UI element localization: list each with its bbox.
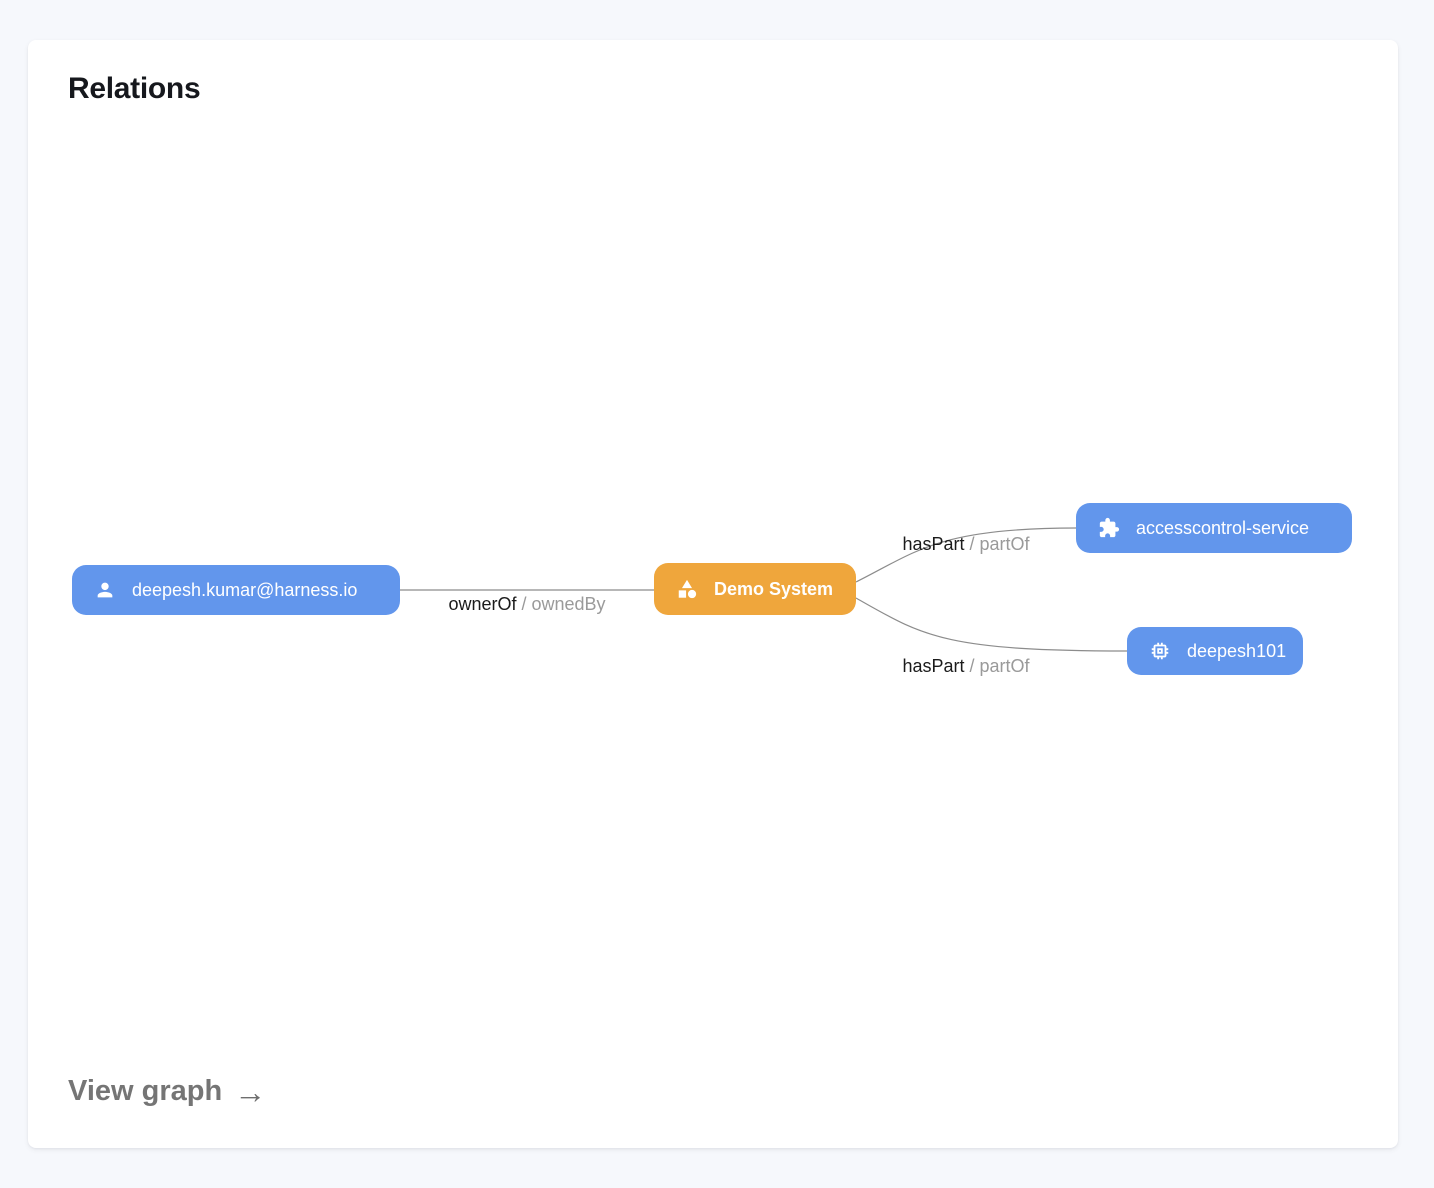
edge-label-haspart-bottom-secondary: partOf xyxy=(979,656,1030,676)
node-system-label: Demo System xyxy=(714,578,834,599)
view-graph-label: View graph xyxy=(68,1075,223,1107)
edge-lines xyxy=(400,527,1128,652)
relations-card: Relations deepesh.kumar@harness.io Demo … xyxy=(28,40,1398,1148)
edge-label-owner-secondary: ownedBy xyxy=(531,594,606,614)
memory-icon xyxy=(1149,640,1171,662)
view-graph-link[interactable]: View graph → xyxy=(68,1075,266,1108)
edge-label-owner: ownerOf/ownedBy xyxy=(448,594,605,615)
edge-label-haspart-bottom-primary: hasPart xyxy=(902,656,965,676)
relations-graph: deepesh.kumar@harness.io Demo System acc… xyxy=(28,40,1398,1148)
edge-label-haspart-top-secondary: partOf xyxy=(979,534,1030,554)
edge-label-owner-primary: ownerOf xyxy=(448,594,517,614)
edge-label-owner-separator: / xyxy=(521,594,527,614)
card-title: Relations xyxy=(68,72,201,105)
edge-haspart-top-line xyxy=(855,527,1077,583)
edge-label-haspart-bottom-separator: / xyxy=(969,656,975,676)
person-icon xyxy=(94,579,116,601)
node-user[interactable]: deepesh.kumar@harness.io xyxy=(72,565,400,615)
node-service-label: accesscontrol-service xyxy=(1136,517,1310,538)
category-icon xyxy=(676,578,698,600)
edge-label-haspart-top: hasPart/partOf xyxy=(902,534,1029,555)
edge-haspart-bottom-line xyxy=(855,597,1128,652)
arrow-right-icon: → xyxy=(234,1073,267,1110)
node-api[interactable]: deepesh101 xyxy=(1127,627,1303,675)
node-user-label: deepesh.kumar@harness.io xyxy=(132,579,358,600)
node-system[interactable]: Demo System xyxy=(654,563,856,615)
edge-label-haspart-bottom: hasPart/partOf xyxy=(902,656,1029,677)
extension-icon xyxy=(1098,517,1120,539)
edge-label-haspart-top-primary: hasPart xyxy=(902,534,965,554)
edge-label-haspart-top-separator: / xyxy=(969,534,975,554)
node-service[interactable]: accesscontrol-service xyxy=(1076,503,1352,553)
node-api-label: deepesh101 xyxy=(1187,640,1287,661)
